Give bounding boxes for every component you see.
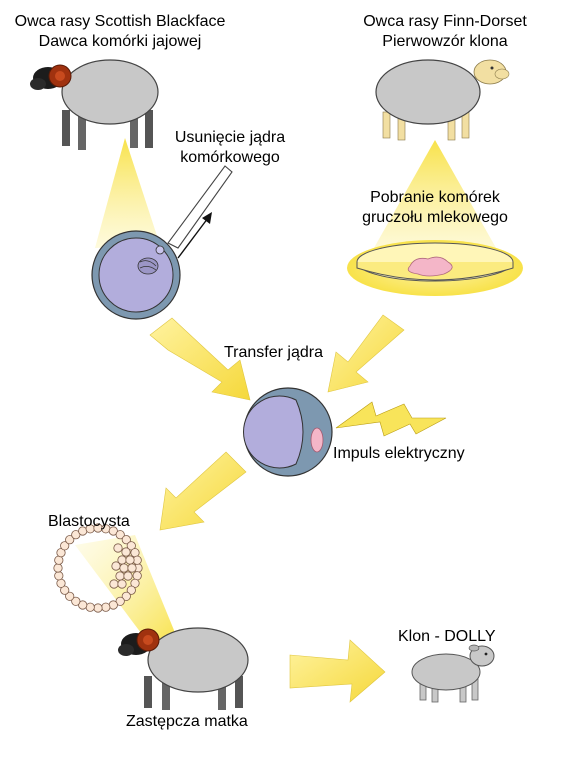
finn-dorset-original-sheep xyxy=(375,59,510,141)
blastocyst-cell xyxy=(54,571,64,581)
blastocyst-cell xyxy=(54,555,64,565)
surrogate-mother-label: Zastępcza matka xyxy=(126,713,248,730)
donor-egg-cell xyxy=(91,230,181,320)
inner-cell-mass-cell xyxy=(117,579,127,589)
inner-cell-mass-cell xyxy=(113,543,123,553)
donor-breed-label: Owca rasy Scottish Blackface xyxy=(14,13,226,30)
inner-cell-mass-cell xyxy=(127,563,137,573)
arrow-surrogate-to-clone xyxy=(289,639,386,703)
blastocyst-cell xyxy=(121,535,131,545)
blastocyst-cell xyxy=(121,591,131,601)
mammary-light-beam xyxy=(370,140,500,255)
inner-cell-mass-cell xyxy=(111,561,121,571)
nucleus-removal-label-line2: komórkowego xyxy=(180,149,280,166)
blastocyst-label: Blastocysta xyxy=(48,513,130,530)
fused-cell xyxy=(243,387,333,477)
inner-cell-mass-cell xyxy=(121,547,131,557)
inner-cell-mass-cell xyxy=(125,555,135,565)
mammary-cells-label-line1: Pobranie komórek xyxy=(370,189,500,206)
electric-pulse-bolt xyxy=(335,401,447,437)
original-role-label: Pierwowzór klona xyxy=(382,33,508,50)
clone-dolly-label: Klon - DOLLY xyxy=(398,628,496,645)
inner-cell-mass-cell xyxy=(109,579,119,589)
arrow-egg-to-transfer xyxy=(149,317,251,401)
blastocyst-cell xyxy=(115,530,125,540)
blastocyst-cell xyxy=(85,602,95,612)
arrow-dish-to-transfer xyxy=(327,314,405,393)
blastocyst-cell xyxy=(132,571,142,581)
arrow-transfer-to-blastocyst xyxy=(159,451,247,531)
blastocyst-cell xyxy=(60,541,70,551)
blastocyst-cell xyxy=(93,603,103,613)
dolly-lamb xyxy=(411,644,495,703)
nucleus-removal-arrowhead xyxy=(202,212,212,224)
nucleus-removal-label-line1: Usunięcie jądra xyxy=(174,129,286,146)
blackface-donor-sheep xyxy=(30,59,159,150)
inner-cell-mass-cell xyxy=(119,563,129,573)
inner-cell-mass-cell xyxy=(115,571,125,581)
blastocyst-cell xyxy=(126,585,136,595)
blastocyst-cell xyxy=(53,563,63,573)
blastocyst-cell xyxy=(65,535,75,545)
blastocyst-light-beam xyxy=(75,535,178,645)
mammary-cells-label-line2: gruczołu mlekowego xyxy=(362,209,508,226)
blastocyst-cell xyxy=(56,578,66,588)
micropipette xyxy=(167,165,233,249)
blastocyst-cell xyxy=(65,591,75,601)
blastocyst-cell xyxy=(71,596,81,606)
original-breed-label: Owca rasy Finn-Dorset xyxy=(363,13,527,30)
blastocyst-cell xyxy=(130,548,140,558)
blastocyst-cell xyxy=(101,602,111,612)
electric-pulse-label: Impuls elektryczny xyxy=(333,445,465,462)
blastocyst-cell xyxy=(108,600,118,610)
petri-dish xyxy=(347,240,523,296)
donor-role-label: Dawca komórki jajowej xyxy=(38,33,202,50)
blastocyst-ring xyxy=(53,523,143,613)
nucleus-removal-arrow xyxy=(177,217,209,259)
blackface-surrogate-sheep xyxy=(118,627,249,710)
donor-light-beam xyxy=(95,138,160,248)
inner-cell-mass-cell xyxy=(123,571,133,581)
nuclear-transfer-label: Transfer jądra xyxy=(224,344,323,361)
